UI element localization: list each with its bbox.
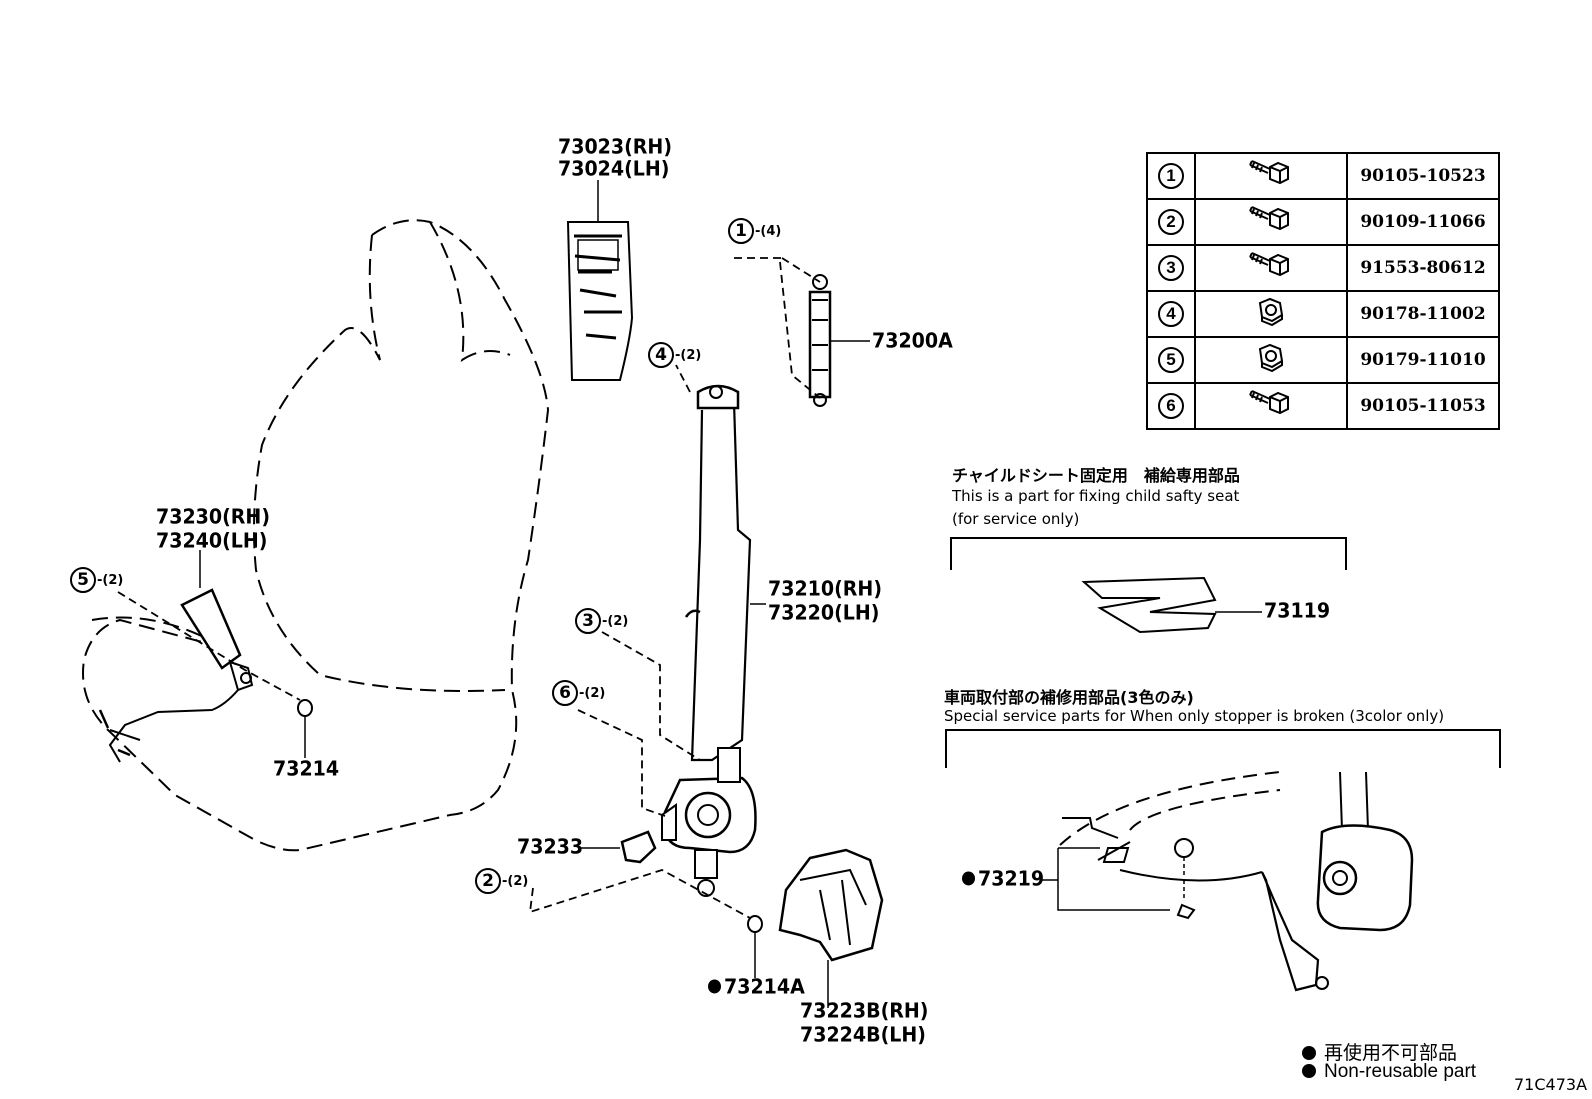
callout-qty: -(2) (579, 685, 606, 701)
callout-number: 3 (575, 608, 601, 634)
part-label-73214a: 73214A (708, 975, 805, 999)
fastener-index: 6 (1158, 393, 1184, 419)
pillar-garnish-drawing (566, 180, 634, 381)
bolt-icon (1249, 159, 1289, 184)
legend-text: 再使用不可部品 (1324, 1043, 1458, 1064)
stopper-note-jp: 車両取付部の補修用部品(3色のみ) (944, 688, 1194, 707)
callout-number: 6 (552, 680, 578, 706)
fastener-picture-cell (1194, 290, 1348, 338)
slide-anchor-drawing (779, 257, 870, 407)
callout-2: 2-(2) (475, 868, 528, 894)
part-label-73220: 73220(LH) (768, 601, 880, 625)
diagram-id: 71C473A (1514, 1075, 1588, 1094)
fastener-part-number: 90105-10523 (1346, 152, 1500, 200)
nut-icon (1258, 297, 1284, 326)
child-seat-note-jp: チャイルドシート固定用 補給専用部品 (952, 466, 1240, 485)
non-reusable-dot (708, 979, 721, 994)
fastener-part-number: 90105-11053 (1346, 382, 1500, 430)
callout-number: 2 (475, 868, 501, 894)
clip-73233-drawing (580, 830, 657, 864)
fastener-index: 2 (1158, 209, 1184, 235)
non-reusable-dot (962, 871, 975, 886)
stopper-note-en: Special service parts for When only stop… (944, 707, 1445, 725)
fastener-index: 4 (1158, 301, 1184, 327)
fastener-index-cell: 5 (1146, 336, 1196, 384)
part-label-73233: 73233 (517, 835, 584, 859)
part-label-73230: 73230(RH) (156, 505, 270, 529)
fastener-part-number: 91553-80612 (1346, 244, 1500, 292)
non-reusable-dot (1302, 1064, 1316, 1078)
callout-number: 5 (70, 567, 96, 593)
fastener-index: 3 (1158, 255, 1184, 281)
legend-text: Non-reusable part (1324, 1061, 1477, 1082)
fastener-index-cell: 3 (1146, 244, 1196, 292)
fastener-row: 6 90105-11053 (1146, 382, 1500, 430)
child-seat-note-en: This is a part for fixing child safty se… (952, 487, 1240, 505)
part-number: 73214A (724, 975, 805, 999)
part-label-73219: 73219 (962, 867, 1044, 891)
part-number: 73219 (978, 867, 1045, 891)
fastener-index-cell: 2 (1146, 198, 1196, 246)
fastener-row: 2 90109-11066 (1146, 198, 1500, 246)
callout-3: 3-(2) (575, 608, 628, 634)
cover-drawing (778, 848, 884, 1008)
fastener-row: 1 90105-10523 (1146, 152, 1500, 200)
callout-qty: -(2) (602, 613, 629, 629)
callout-4: 4-(2) (648, 342, 701, 368)
callout-qty: -(4) (755, 223, 782, 239)
seat-belt-drawing (661, 384, 766, 897)
part-label-73119: 73119 (1264, 599, 1331, 623)
child-seat-note-en2: (for service only) (952, 510, 1080, 528)
callout-qty: -(2) (502, 873, 529, 889)
washer-73214a (747, 915, 763, 933)
fastener-index-cell: 6 (1146, 382, 1196, 430)
callout-qty: -(2) (675, 347, 702, 363)
fastener-index: 5 (1158, 347, 1184, 373)
bolt-icon (1249, 389, 1289, 414)
fastener-picture-cell (1194, 336, 1348, 384)
part-label-73214: 73214 (273, 757, 340, 781)
callout-1: 1-(4) (728, 218, 781, 244)
callout-5: 5-(2) (70, 567, 123, 593)
seat-outline (82, 219, 550, 852)
fastener-index-cell: 1 (1146, 152, 1196, 200)
stopper-box (945, 729, 1501, 992)
part-label-73210: 73210(RH) (768, 577, 882, 601)
buckle-drawing (98, 550, 313, 763)
fastener-row: 5 90179-11010 (1146, 336, 1500, 384)
fastener-picture-cell (1194, 244, 1348, 292)
callout-qty: -(2) (97, 572, 124, 588)
legend-en: Non-reusable part (1302, 1061, 1476, 1083)
nut-icon (1258, 343, 1284, 372)
callout-number: 1 (728, 218, 754, 244)
non-reusable-dot (1302, 1046, 1316, 1060)
fastener-picture-cell (1194, 198, 1348, 246)
bolt-icon (1249, 205, 1289, 230)
fastener-part-number: 90109-11066 (1346, 198, 1500, 246)
fastener-part-number: 90178-11002 (1346, 290, 1500, 338)
fastener-picture-cell (1194, 382, 1348, 430)
fastener-index: 1 (1158, 163, 1184, 189)
part-label-73224b: 73224B(LH) (800, 1023, 926, 1047)
bolt-icon (1249, 251, 1289, 276)
part-label-73223b: 73223B(RH) (800, 999, 929, 1023)
fastener-picture-cell (1194, 152, 1348, 200)
callout-6: 6-(2) (552, 680, 605, 706)
part-label-73200a: 73200A (872, 329, 953, 353)
legend-jp: 再使用不可部品 (1302, 1038, 1457, 1065)
bolt-leaders (528, 257, 782, 919)
child-seat-box (950, 537, 1347, 634)
fastener-table: 1 90105-10523 2 90109-11066 3 91553-80612 4 901… (1146, 152, 1500, 430)
fastener-row: 3 91553-80612 (1146, 244, 1500, 292)
fastener-index-cell: 4 (1146, 290, 1196, 338)
callout-number: 4 (648, 342, 674, 368)
fastener-row: 4 90178-11002 (1146, 290, 1500, 338)
fastener-part-number: 90179-11010 (1346, 336, 1500, 384)
part-label-73024: 73024(LH) (558, 157, 670, 181)
part-label-73240: 73240(LH) (156, 529, 268, 553)
part-label-73023: 73023(RH) (558, 135, 672, 159)
